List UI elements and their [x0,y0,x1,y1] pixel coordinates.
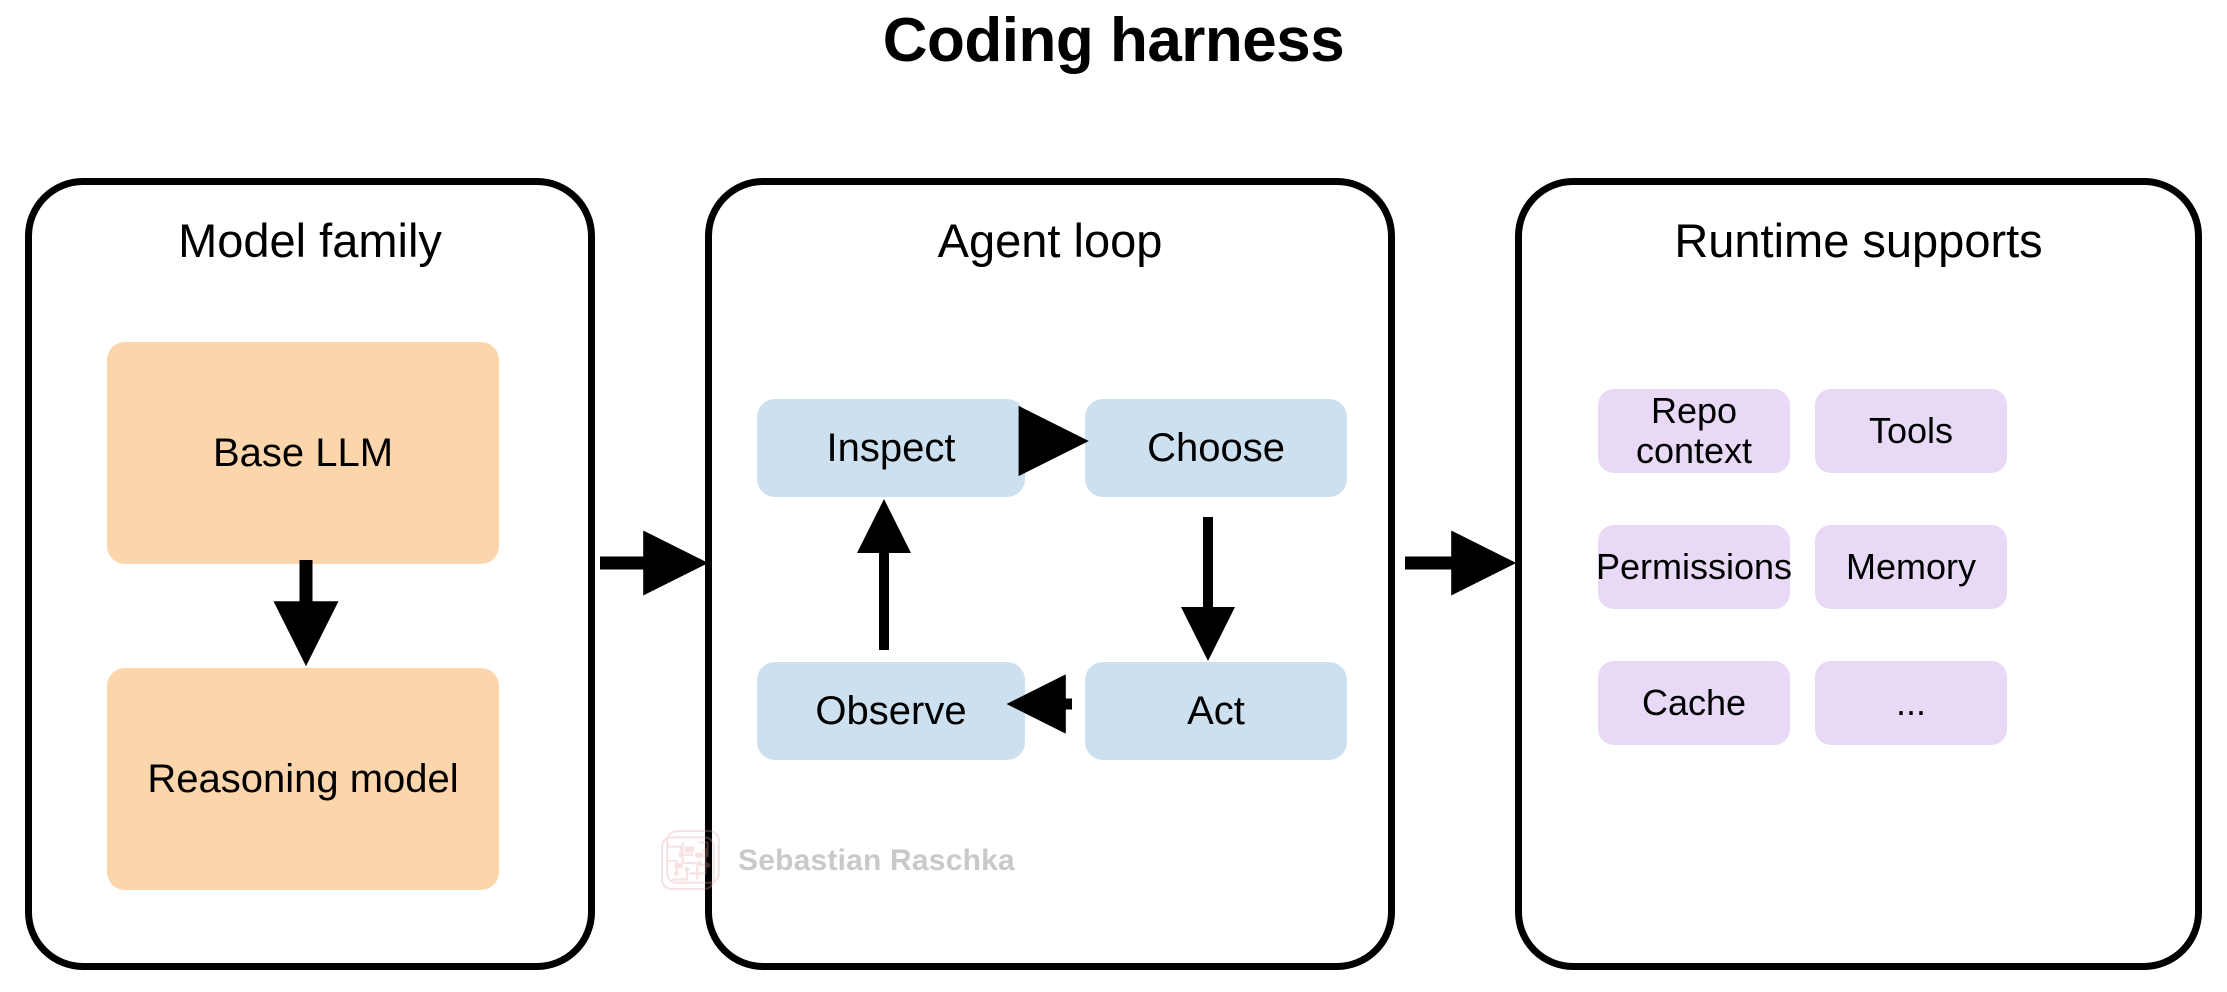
watermark-text: Sebastian Raschka [738,844,1015,877]
panel-title-model-family: Model family [178,214,442,267]
panel-model-family: Model family Base LLM Reasoning model [25,178,595,970]
panel-agent-loop: Agent loop Inspect Choose Observe Act [705,178,1395,970]
box-memory[interactable]: Memory [1815,525,2007,609]
runtime-grid-row: Repo context Tools [1598,389,2133,473]
box-repo-context[interactable]: Repo context [1598,389,1790,473]
box-tools[interactable]: Tools [1815,389,2007,473]
panel-runtime-supports: Runtime supports Repo context Tools Perm… [1515,178,2202,970]
box-observe[interactable]: Observe [757,662,1025,760]
box-base-llm[interactable]: Base LLM [107,342,499,564]
runtime-grid-row: Permissions Memory [1596,525,2133,609]
page-title: Coding harness [882,6,1345,75]
panel-title-runtime-supports: Runtime supports [1674,214,2043,267]
box-ellipsis[interactable]: ... [1815,661,2007,745]
box-cache[interactable]: Cache [1598,661,1790,745]
box-reasoning-model[interactable]: Reasoning model [107,668,499,890]
box-inspect[interactable]: Inspect [757,399,1025,497]
runtime-support-grid: Repo context Tools Permissions Memory Ca… [1596,389,2133,797]
panel-title-agent-loop: Agent loop [937,214,1163,267]
runtime-grid-row: Cache ... [1598,661,2133,745]
circuit-board-icon [661,830,720,890]
box-act[interactable]: Act [1085,662,1347,760]
watermark: Sebastian Raschka [658,828,1015,894]
box-permissions[interactable]: Permissions [1596,525,1792,609]
box-choose[interactable]: Choose [1085,399,1347,497]
